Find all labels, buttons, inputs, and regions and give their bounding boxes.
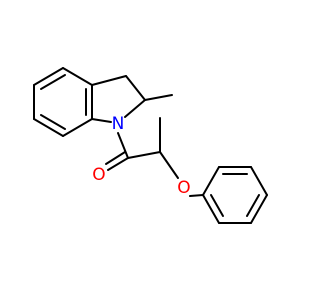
pyrrolidine-ring (91, 75, 146, 123)
bond (202, 166, 220, 196)
double-bond-inner (210, 194, 224, 217)
double-bond-inner (40, 114, 66, 130)
molecule-diagram: N O O (33, 67, 268, 224)
ether-oxygen-label: O (177, 178, 190, 198)
bond (250, 166, 268, 196)
ether-bond (189, 194, 204, 197)
bond (33, 67, 64, 86)
bond (124, 99, 146, 118)
n-acyl-bond (117, 132, 129, 159)
benzene-ring-indoline (33, 67, 93, 137)
bond (33, 118, 64, 137)
nitrogen-label: N (112, 114, 125, 134)
methyl-bond (144, 94, 173, 101)
phenyl-ring (202, 166, 268, 224)
bond (125, 75, 146, 101)
bond (91, 75, 127, 86)
bond (62, 118, 93, 137)
double-bond-inner (246, 194, 260, 217)
bond (62, 67, 93, 86)
bond (202, 194, 220, 224)
double-bond-inner (40, 74, 66, 90)
bond (250, 194, 268, 224)
carbonyl-oxygen-label: O (92, 165, 105, 185)
bond (127, 151, 161, 159)
carbonyl-double-bond (105, 151, 126, 165)
ether-bond (159, 151, 179, 179)
carbonyl-double-bond (107, 157, 129, 171)
bond (91, 118, 112, 123)
